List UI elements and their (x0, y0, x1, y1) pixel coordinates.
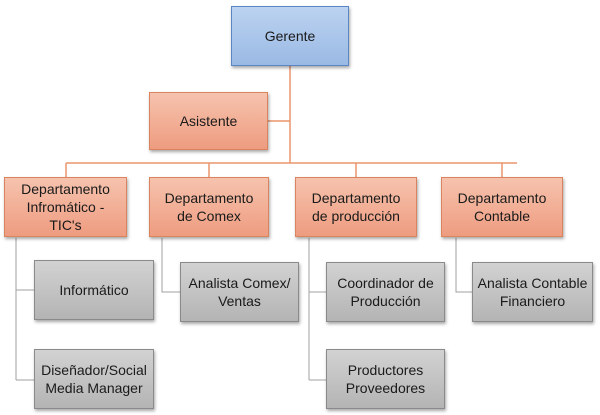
staff-label: Analista Contable Financiero (477, 274, 588, 309)
department-label: Departamento de Comex (164, 189, 254, 224)
staff-box-disenador: Diseñador/Social Media Manager (34, 349, 154, 409)
department-box-comex: Departamento de Comex (149, 177, 269, 237)
staff-box-coordinador: Coordinador de Producción (326, 262, 445, 322)
staff-box-analista-comex: Analista Comex/ Ventas (180, 262, 299, 322)
department-box-produccion: Departamento de producción (295, 177, 417, 237)
staff-label: Productores Proveedores (345, 361, 426, 396)
staff-box-productores: Productores Proveedores (326, 349, 445, 409)
department-label: Departamento de producción (311, 189, 401, 224)
staff-label: Analista Comex/ Ventas (188, 274, 291, 309)
staff-label: Coordinador de Producción (337, 274, 434, 309)
connector-staff-3-0 (455, 238, 472, 293)
staff-label: Informático (59, 281, 129, 298)
connector-staff-1-0 (161, 238, 180, 293)
manager-label: Gerente (264, 27, 316, 44)
manager-box: Gerente (231, 6, 349, 66)
department-label: Departamento Contable (457, 189, 547, 224)
assistant-label: Asistente (179, 112, 238, 129)
staff-box-analista-contable: Analista Contable Financiero (472, 262, 593, 322)
department-box-contable: Departamento Contable (441, 177, 563, 237)
staff-box-informatico: Informático (34, 260, 154, 320)
assistant-box: Asistente (149, 92, 268, 150)
department-box-informatica: Departamento Infromático - TIC's (4, 177, 127, 237)
department-label: Departamento Infromático - TIC's (21, 180, 110, 234)
staff-label: Diseñador/Social Media Manager (41, 361, 147, 396)
